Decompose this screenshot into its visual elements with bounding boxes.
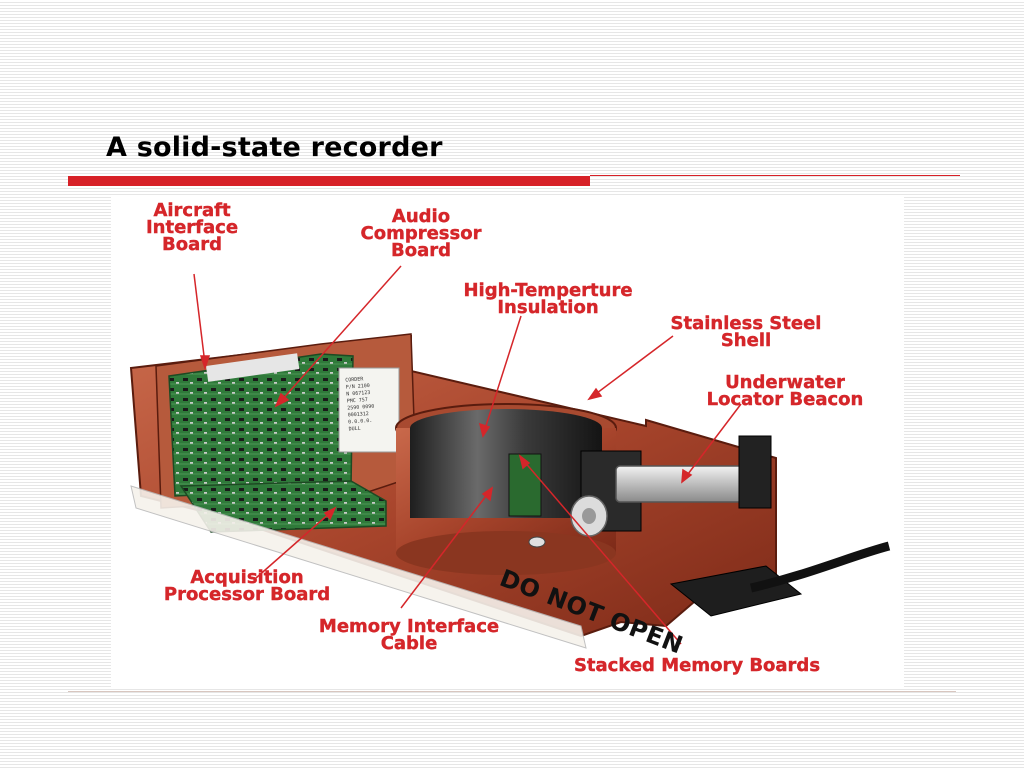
label-acquisition-processor-board: Acquisition Processor Board (163, 567, 331, 605)
footer-rule (68, 691, 956, 692)
title-rule-thin (590, 175, 960, 176)
recorder-illustration: CORDER P/N 2100 N 067123 PMC 757 2590 00… (111, 196, 904, 688)
recorder-drawing (129, 265, 891, 649)
label-stainless-steel-shell: Stainless Steel Shell (670, 313, 822, 351)
title-rule-thick (68, 176, 590, 186)
label-underwater-locator-beacon: Underwater Locator Beacon (706, 372, 864, 410)
label-audio-compressor-board: Audio Compressor Board (360, 206, 482, 261)
label-aircraft-interface-board: Aircraft Interface Board (145, 200, 239, 255)
housing-label-plate-text: CORDER P/N 2100 N 067123 PMC 757 2590 00… (345, 376, 375, 433)
slide-title: A solid-state recorder (106, 132, 443, 163)
label-stacked-memory-boards: Stacked Memory Boards (573, 655, 821, 676)
label-high-temperature-insulation: High-Temperture Insulation (463, 280, 633, 318)
label-memory-interface-cable: Memory Interface Cable (318, 616, 500, 654)
